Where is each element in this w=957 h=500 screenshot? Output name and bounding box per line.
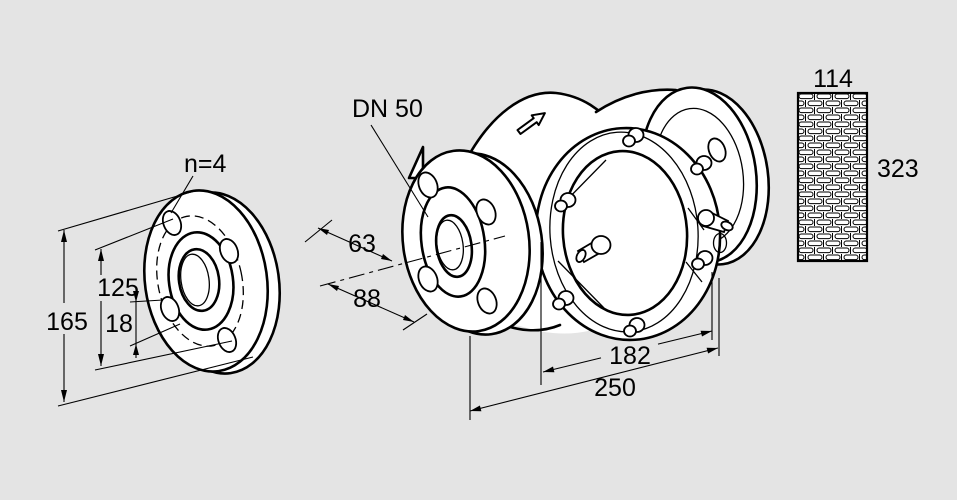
dim-63: 63 (304, 219, 393, 262)
dim-18: 18 (105, 287, 181, 358)
cover-dome (561, 149, 689, 317)
bolt-count-label: n=4 (184, 150, 227, 178)
dim-182: 182 (542, 330, 713, 373)
valve-body-view (401, 86, 771, 342)
flange-dimensions: n=4 165 125 18 (46, 150, 254, 407)
screen-width-label: 114 (813, 65, 853, 93)
cover-bolt (622, 127, 645, 148)
flange-face-view (142, 189, 282, 375)
body-length-label: 182 (609, 342, 651, 370)
bolt-circle-centerline (156, 215, 244, 347)
flange-bolt-holes (159, 210, 240, 353)
inlet-bore (434, 213, 474, 279)
cover-bolt (623, 317, 646, 338)
dim-250: 250 (469, 347, 719, 412)
bolt-hole (159, 296, 181, 322)
dim-88: 88 (327, 283, 428, 331)
bolt-hole (218, 238, 240, 264)
strainer-screen-view: 114 323 (796, 65, 919, 263)
bolt-hole (161, 210, 183, 236)
cover-bolt (552, 290, 575, 311)
inlet-bore-inner (436, 219, 464, 271)
dim-125: 125 (94, 218, 233, 371)
strainer-cover (534, 126, 734, 342)
cover-bolt (554, 192, 577, 213)
valve-dimensions: DN 50 63 88 (304, 95, 720, 420)
overall-length-label: 250 (594, 374, 636, 402)
cover-bolts (552, 127, 714, 338)
outlet-pipe-edge (594, 88, 678, 114)
flange-bore-inner (180, 253, 210, 307)
strainer-screen-mesh (796, 91, 869, 263)
bolt-hole (417, 265, 439, 293)
pipe-axis-centerline (319, 235, 506, 287)
flange-od-label: 165 (46, 308, 88, 336)
bolt-hole (476, 287, 498, 315)
inlet-flange-bolt-holes (417, 171, 498, 315)
drain-plug (575, 235, 612, 264)
center-to-body-label: 88 (353, 285, 381, 313)
dim-165: 165 (46, 189, 254, 407)
flow-direction-arrow-icon (516, 112, 546, 135)
nominal-dia-leader-line (370, 124, 429, 218)
bolt-circle-label: 125 (97, 274, 139, 302)
flange-to-center-label: 63 (348, 230, 376, 258)
vent-plug (697, 209, 734, 254)
cover-bolt (690, 155, 713, 176)
bolt-hole (475, 198, 497, 226)
inlet-flange (401, 149, 544, 336)
bolt-hole-dia-label: 18 (105, 310, 133, 338)
flange-bore (177, 247, 221, 313)
cover-bolt (691, 250, 714, 271)
nominal-diameter-label: DN 50 (352, 95, 423, 123)
extension-lines (469, 242, 720, 420)
bolt-hole (417, 171, 439, 199)
bolt-hole (707, 137, 727, 163)
screen-length-label: 323 (877, 155, 919, 183)
